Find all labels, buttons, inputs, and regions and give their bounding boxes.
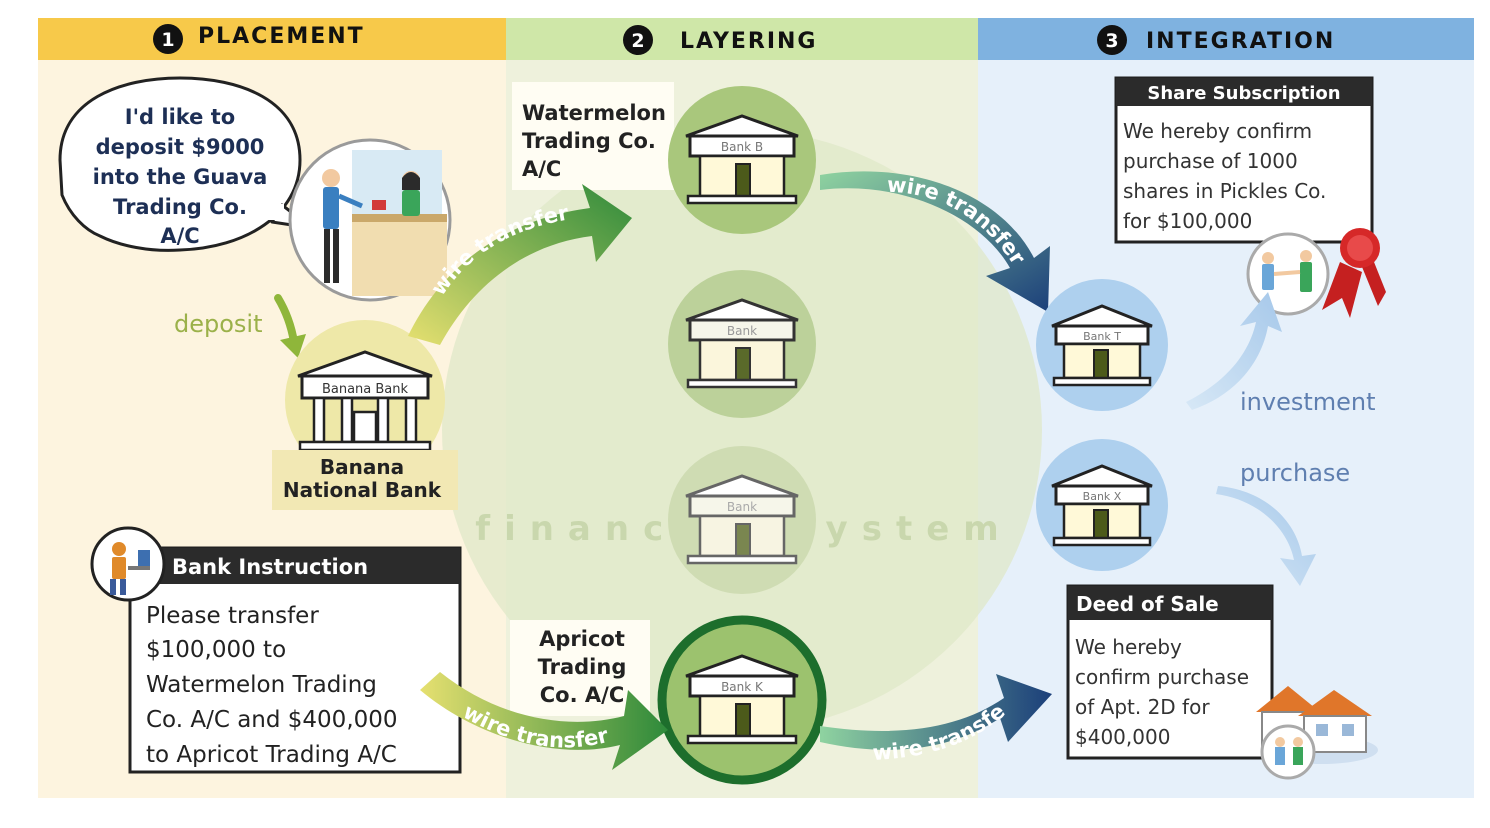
watermelon-line: Watermelon [522, 101, 666, 125]
bank-x: Bank X [1036, 439, 1168, 571]
deed-of-sale-box: Deed of Sale We hereby confirm purchase … [1066, 584, 1274, 760]
bank-middle-2: Bank [668, 446, 816, 594]
deed-line: $400,000 [1075, 725, 1170, 749]
banana-bank: Banana Bank Banana National Bank [272, 320, 458, 510]
investment-arrow [1186, 292, 1282, 410]
speech-line: into the Guava [93, 165, 268, 189]
stage-header-1: 1 PLACEMENT [153, 24, 365, 54]
bank-name-plate [272, 450, 458, 510]
deed-line: of Apt. 2D for [1075, 695, 1210, 719]
instruction-line: $100,000 to [146, 637, 286, 663]
speech-bubble: I'd like to deposit $9000 into the Guava… [58, 76, 314, 252]
bank-t: Bank T [1036, 279, 1168, 411]
instruction-line: to Apricot Trading A/C [146, 742, 397, 768]
share-line: We hereby confirm [1123, 119, 1312, 143]
stage-label: INTEGRATION [1146, 29, 1335, 54]
placement-band [38, 18, 506, 60]
bank-sign: Bank K [721, 680, 764, 694]
watermelon-line: Trading Co. [522, 129, 656, 153]
share-line: for $100,000 [1123, 209, 1252, 233]
office-worker-icon [90, 526, 166, 602]
share-line: purchase of 1000 [1123, 149, 1298, 173]
integration-band [978, 18, 1474, 60]
stage-header-2: 2 LAYERING [623, 25, 818, 55]
share-title: Share Subscription [1147, 83, 1340, 104]
share-line: shares in Pickles Co. [1123, 179, 1326, 203]
instruction-line: Co. A/C and $400,000 [146, 707, 398, 733]
stage-number-badge [623, 25, 653, 55]
financial-system-circle [442, 130, 1042, 730]
stage-number-badge [153, 24, 183, 54]
bank-sign: Bank B [721, 140, 763, 154]
speech-line: Trading Co. [113, 195, 247, 219]
bank-sign: Bank X [1083, 490, 1122, 503]
deed-title: Deed of Sale [1076, 592, 1219, 616]
deposit-arrow [274, 294, 306, 358]
houses-icon [1256, 686, 1378, 780]
deed-line: confirm purchase [1075, 665, 1249, 689]
instruction-title: Bank Instruction [172, 555, 368, 579]
investment-label: investment [1240, 388, 1376, 416]
deed-line: We hereby [1075, 635, 1182, 659]
stage-label: PLACEMENT [198, 24, 365, 49]
speech-line: I'd like to [125, 105, 235, 129]
apricot-line: Apricot [539, 627, 625, 651]
stage-number-badge [1097, 25, 1127, 55]
bank-instruction-box: Bank Instruction Please transfer $100,00… [90, 526, 462, 774]
bank-name-line: Banana [320, 455, 404, 479]
bank-middle-1: Bank [668, 270, 816, 418]
deposit-label: deposit [174, 310, 263, 338]
watermelon-line: A/C [522, 157, 561, 181]
stage-number: 1 [161, 29, 174, 51]
speech-line: A/C [160, 224, 199, 248]
apricot-line: Trading [538, 655, 627, 679]
purchase-arrow [1216, 486, 1316, 586]
apricot-line: Co. A/C [540, 683, 624, 707]
bank-k: Bank K [657, 615, 827, 785]
bank-b: Bank B [668, 86, 816, 234]
instruction-line: Watermelon Trading [146, 672, 377, 698]
stage-number: 3 [1105, 30, 1118, 52]
stage-header-3: 3 INTEGRATION [1097, 25, 1335, 55]
watermelon-account-label: Watermelon Trading Co. A/C [512, 82, 674, 190]
share-subscription-box: Share Subscription We hereby confirm pur… [1114, 76, 1374, 244]
layering-band [506, 18, 978, 60]
bank-name-line: National Bank [283, 478, 442, 502]
stage-number: 2 [631, 30, 644, 52]
stage-label: LAYERING [680, 29, 818, 54]
speech-line: deposit $9000 [96, 135, 265, 159]
instruction-line: Please transfer [146, 603, 319, 629]
bank-sign: Bank [727, 500, 757, 514]
purchase-label: purchase [1240, 459, 1350, 487]
seal-ribbon-icon [1322, 228, 1386, 318]
bank-sign: Bank [727, 324, 757, 338]
bank-sign: Banana Bank [322, 382, 409, 397]
bank-teller-illustration [288, 138, 452, 302]
bank-sign: Bank T [1083, 330, 1121, 343]
